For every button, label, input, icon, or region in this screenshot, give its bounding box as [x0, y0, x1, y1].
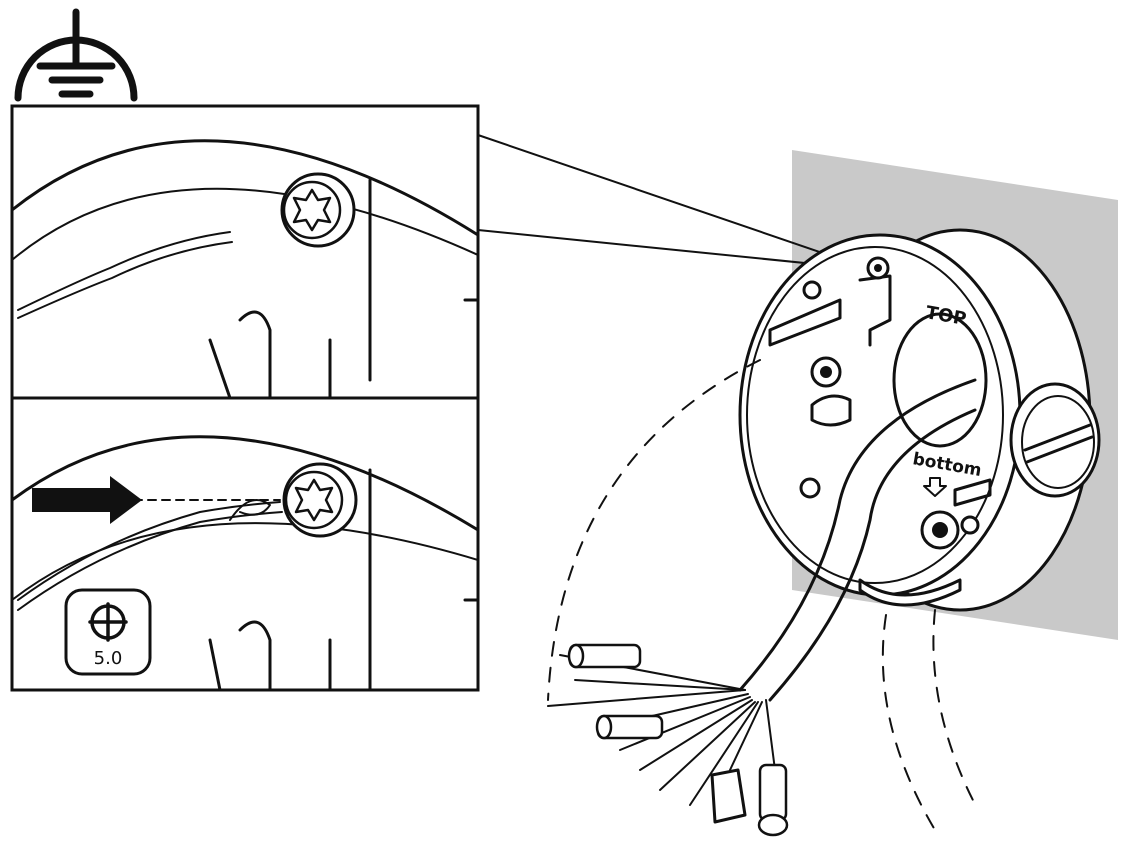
torx-screw-top — [280, 172, 356, 248]
junction-box: TOP bottom — [738, 228, 1101, 612]
screwdriver-badge: 5.0 — [64, 588, 152, 676]
bnc-connector-2 — [595, 714, 664, 740]
cable-bundle — [547, 378, 977, 837]
ground-symbol-icon — [14, 8, 138, 102]
rj45-connector — [710, 768, 747, 824]
screwdriver-size-label: 5.0 — [94, 648, 123, 669]
bnc-connector-1 — [567, 643, 642, 669]
phillips-screwdriver-icon — [88, 602, 128, 642]
torx-screw-bottom — [282, 462, 358, 538]
motion-paths — [547, 359, 979, 831]
power-connector — [757, 763, 789, 837]
direction-arrow-icon — [32, 476, 142, 524]
detail-panel-top — [10, 104, 480, 400]
